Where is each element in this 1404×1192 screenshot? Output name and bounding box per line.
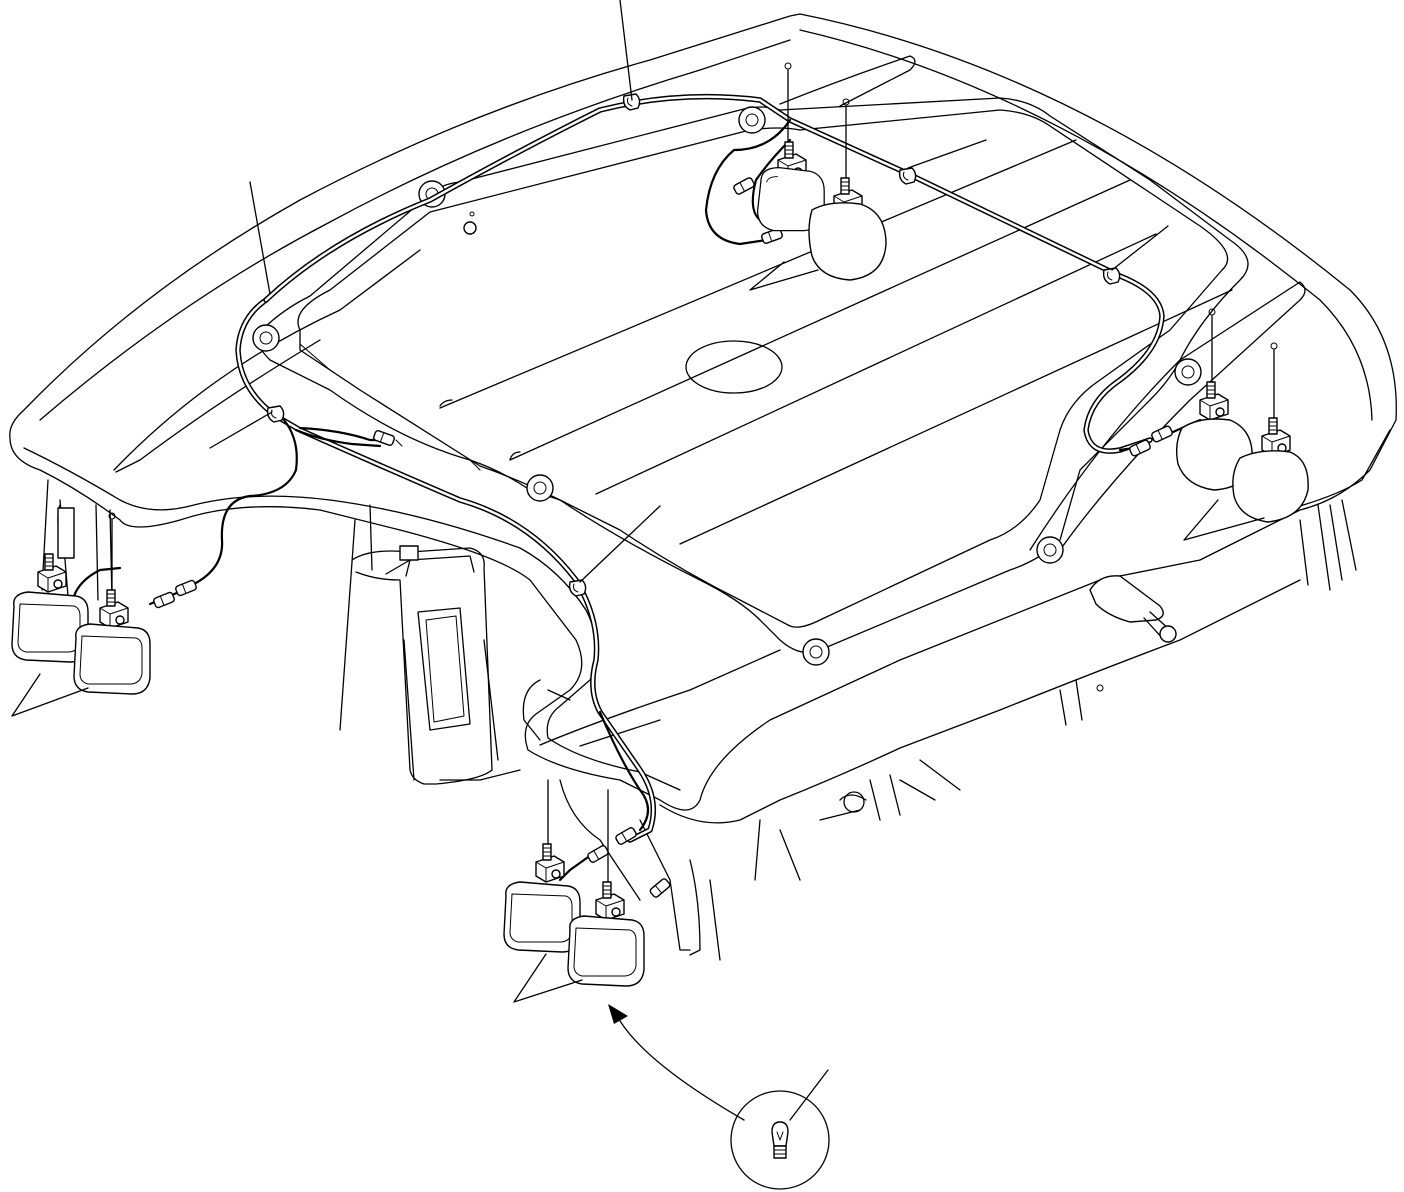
leader-line — [513, 953, 583, 1003]
bulb-detail-callout — [608, 1004, 830, 1190]
roof-panel — [9, 13, 1397, 824]
wiring-harness — [72, 93, 1234, 899]
leader-line — [1111, 225, 1169, 271]
leader-line — [11, 673, 89, 717]
leader-line — [907, 139, 987, 169]
leader-line — [1183, 499, 1265, 541]
work-lamp-rear-right — [1175, 308, 1309, 523]
leader-line — [749, 261, 819, 291]
work-lamp-front-center — [503, 779, 645, 987]
leader-line — [209, 411, 273, 449]
leader-line — [619, 0, 633, 101]
work-lamp-front-left — [11, 512, 151, 695]
leader-line — [249, 181, 271, 295]
cab-pillars — [41, 479, 1357, 961]
roof-recess — [113, 55, 1306, 747]
bulb-icon — [771, 1121, 789, 1159]
work-lamp-rear-center — [756, 62, 887, 281]
leader-line — [579, 505, 661, 583]
beacon-mount — [1089, 575, 1177, 643]
leader-lines — [11, 0, 1265, 1003]
